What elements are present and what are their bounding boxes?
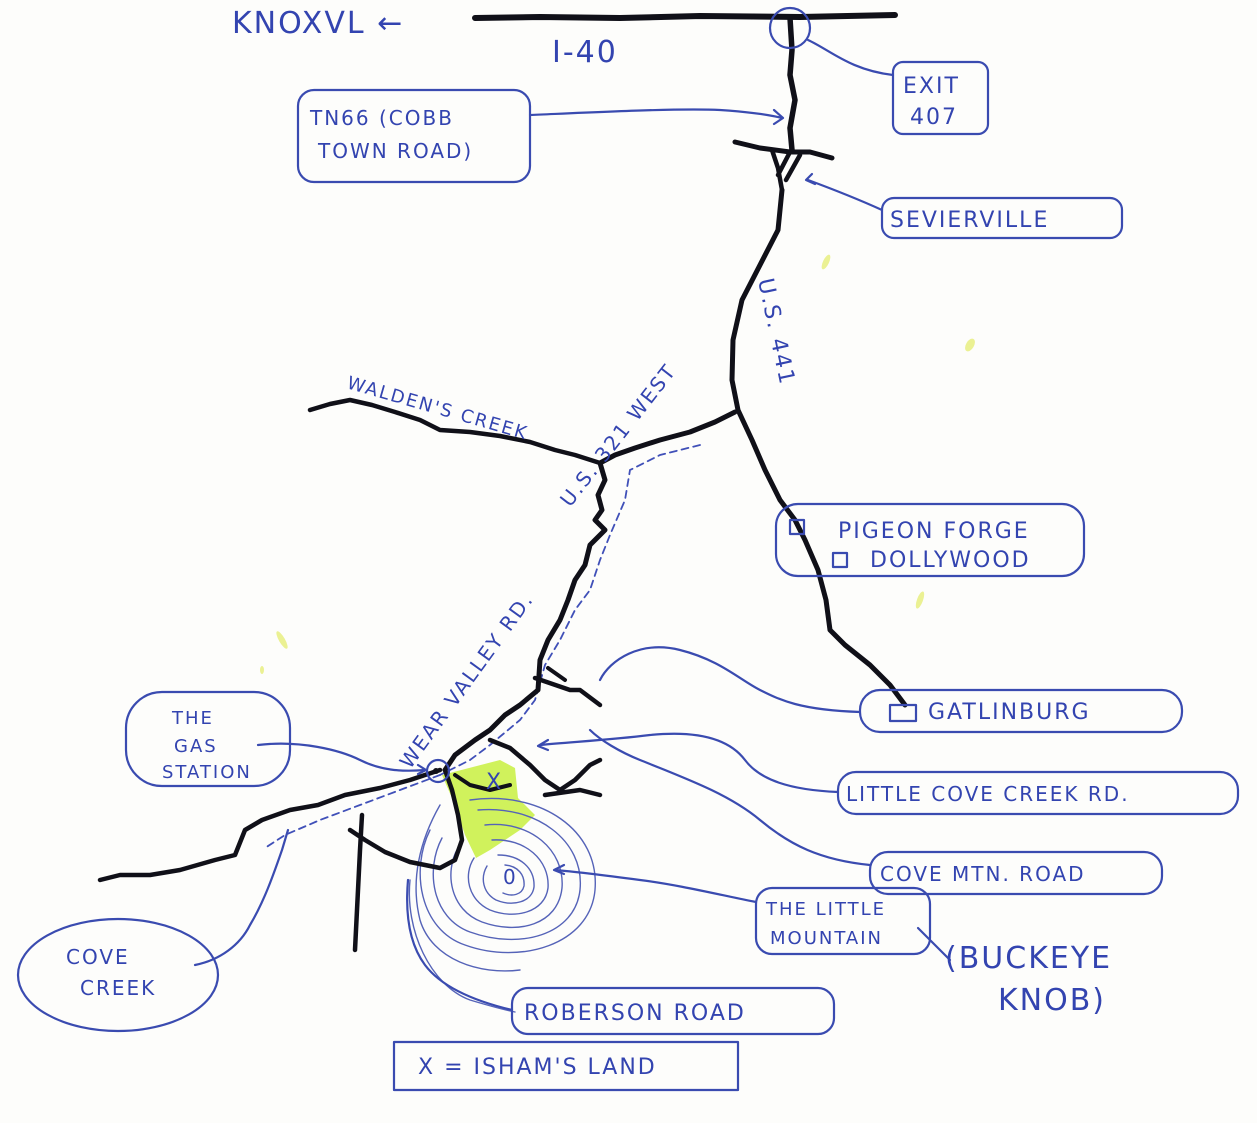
gas-station-label-line3: STATION [162,762,252,783]
callout-boxes [16,60,1240,1092]
leader-lines [193,38,952,1012]
tn66-road [787,15,798,153]
gas-station-label-line1: THE [171,708,214,729]
exit-label-line2: 407 [910,105,958,130]
tn66-label-line1: TN66 (COBB [309,106,454,130]
wear-valley-road [442,460,608,773]
mountain-contours [408,797,596,1013]
i40-highway [472,12,898,21]
pigeon-forge-marker [788,518,806,536]
cove-creek-label-line1: COVE [66,945,130,969]
roberson-road-label: ROBERSON ROAD [524,1001,746,1026]
sevierville-label: SEVIERVILLE [890,208,1049,233]
us441-road [729,187,908,708]
gas-station-dot [433,768,439,774]
dollywood-label: DOLLYWOOD [870,548,1031,573]
property-x-mark: X [486,770,503,795]
roads [97,12,908,953]
knoxville-label: KNOXVL ← [232,6,404,41]
us321-label: U.S. 321 WEST [555,359,681,511]
buckeye-label-line2: KNOB) [998,983,1106,1018]
yellow-specks [260,254,975,674]
tn66-label-line2: TOWN ROAD) [317,139,473,163]
gatlinburg-marker [888,703,918,723]
us321-road [597,409,738,466]
little-cove-creek-road [532,675,603,708]
gatlinburg-label: GATLINBURG [928,700,1091,725]
pigeon-forge-label: PIGEON FORGE [838,519,1030,544]
summit-mark: 0 [503,865,518,889]
little-mountain-label-line1: THE LITTLE [765,899,886,920]
cove-mtn-road [487,737,603,798]
gas-station-label-line2: GAS [174,736,218,757]
gas-station-marker [425,758,451,784]
exit-marker [768,6,812,50]
exit-label-line1: EXIT [903,74,960,99]
little-mountain-label-line2: MOUNTAIN [770,928,883,949]
i40-label: I-40 [552,35,618,70]
cove-mtn-label: COVE MTN. ROAD [880,862,1086,886]
waldens-creek-road [307,397,603,466]
legend-label: X = ISHAM'S LAND [418,1055,657,1080]
roberson-road [347,767,465,871]
sevierville-junction [732,139,835,161]
cove-creek-label-line2: CREEK [80,976,156,1000]
us441-label: U.S. 441 [752,276,799,388]
waldens-creek-label: WALDEN'S CREEK [345,373,531,445]
dollywood-marker [831,551,849,569]
little-cove-creek-label: LITTLE COVE CREEK RD. [846,782,1130,806]
dashed-route [264,444,701,849]
buckeye-label-line1: (BUCKEYE [945,941,1112,976]
